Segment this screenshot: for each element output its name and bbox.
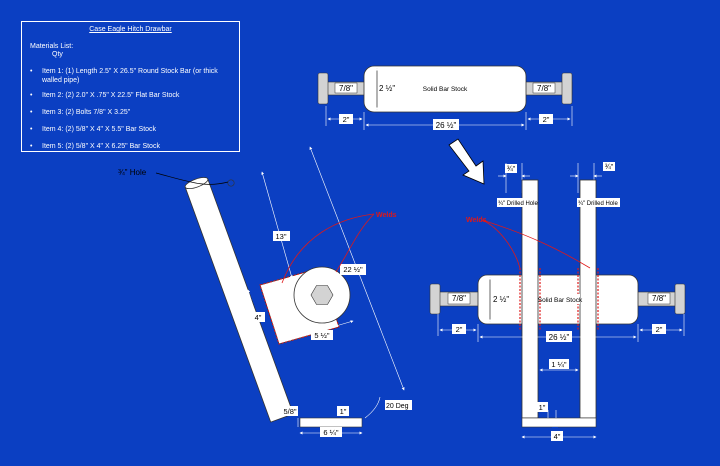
dim-6: 6 ¼"	[323, 428, 339, 437]
front-plate-right	[579, 179, 597, 419]
top-bolt-head-right	[561, 72, 573, 105]
materials-item-text: Item 1: (1) Length 2.5" X 26.5" Round St…	[42, 68, 218, 84]
bullet-icon: •	[30, 143, 33, 150]
foot-width-dim: 4"	[554, 432, 561, 441]
top-bolt-left-label: 7/8"	[339, 84, 353, 93]
side-welds-label: Welds	[376, 212, 397, 219]
gap-dim: 1 ¼"	[551, 360, 567, 369]
materials-item-text: Item 3: (2) Bolts 7/8" X 3.25"	[42, 109, 131, 116]
dim-13: 13"	[275, 232, 286, 241]
top-left-end-dim: 2"	[343, 115, 350, 124]
front-bolt-head-left	[429, 283, 441, 315]
materials-item: • Item 1: (1) Length 2.5" X 26.5" Round …	[30, 68, 235, 85]
view-arrow	[448, 138, 485, 185]
side-view: ¾" Hole 13" 22 ½" 4" 5 ½" 5/8" 1" 6 ¼" 2…	[118, 146, 412, 437]
front-height-dim: 2 ½"	[493, 295, 509, 304]
top-bar-label: Solid Bar Stock	[423, 86, 468, 93]
left-drilled-hole-label: ¾" Drilled Hole	[498, 201, 538, 207]
right-drilled-hole-label: ¾" Drilled Hole	[578, 201, 618, 207]
materials-item: • Item 2: (2) 2.0" X .75" X 22.5" Flat B…	[30, 92, 235, 101]
bullet-icon: •	[30, 92, 33, 99]
materials-item: • Item 3: (2) Bolts 7/8" X 3.25"	[30, 109, 235, 118]
top-view: Solid Bar Stock 7/8" 7/8" 2 ½" 2" 2" 26 …	[317, 65, 573, 130]
drawing-title: Case Eagle Hitch Drawbar	[89, 26, 172, 33]
top-bolt-right-label: 7/8"	[537, 84, 551, 93]
front-length-dim: 26 ½"	[549, 333, 570, 342]
bullet-icon: •	[30, 126, 33, 133]
top-left-hole-dim: ¾"	[507, 166, 516, 173]
materials-item-text: Item 2: (2) 2.0" X .75" X 22.5" Flat Bar…	[42, 92, 180, 99]
top-right-hole-dim: ¾"	[605, 164, 614, 171]
qty-header: Qty	[52, 51, 63, 58]
dim-58: 5/8"	[283, 407, 296, 416]
bullet-icon: •	[30, 68, 33, 75]
front-left-end-dim: 2"	[456, 325, 463, 334]
top-height-dim: 2 ½"	[379, 84, 395, 93]
front-bolt-right-label: 7/8"	[652, 294, 666, 303]
hitch-hole	[227, 179, 235, 187]
materials-list-box: Case Eagle Hitch Drawbar Materials List:…	[21, 21, 240, 152]
bullet-icon: •	[30, 109, 33, 116]
hole-label: ¾" Hole	[118, 168, 147, 177]
foot-dim: 1"	[539, 403, 546, 412]
top-length-dim: 26 ½"	[436, 121, 457, 130]
materials-header: Materials List:	[30, 43, 74, 50]
dim-1: 1"	[340, 407, 347, 416]
front-foot	[521, 417, 597, 428]
front-plate-left	[521, 179, 539, 419]
dim-5: 5 ½"	[314, 331, 330, 340]
materials-item: • Item 4: (2) 5/8" X 4" X 5.5" Bar Stock	[30, 126, 235, 135]
top-bolt-head-left	[317, 72, 329, 105]
top-right-end-dim: 2"	[543, 115, 550, 124]
side-foot	[299, 417, 363, 428]
dim-4: 4"	[255, 313, 262, 322]
dim-22: 22 ½"	[343, 265, 363, 274]
materials-item-text: Item 4: (2) 5/8" X 4" X 5.5" Bar Stock	[42, 126, 157, 133]
front-right-end-dim: 2"	[656, 325, 663, 334]
front-welds-label: Welds	[466, 217, 487, 224]
front-view: ¾" ¾" ¾" Drilled Hole ¾" Drilled Hole We…	[429, 162, 686, 441]
top-bar	[363, 65, 527, 113]
materials-item: • Item 5: (2) 5/8" X 4" X 6.25" Bar Stoc…	[30, 143, 235, 152]
materials-item-text: Item 5: (2) 5/8" X 4" X 6.25" Bar Stock	[42, 143, 160, 150]
angle-label: 20 Deg	[386, 403, 409, 410]
front-bolt-head-right	[674, 283, 686, 315]
front-bolt-left-label: 7/8"	[452, 294, 466, 303]
front-bar-label: Solid Bar Stock	[538, 297, 583, 304]
